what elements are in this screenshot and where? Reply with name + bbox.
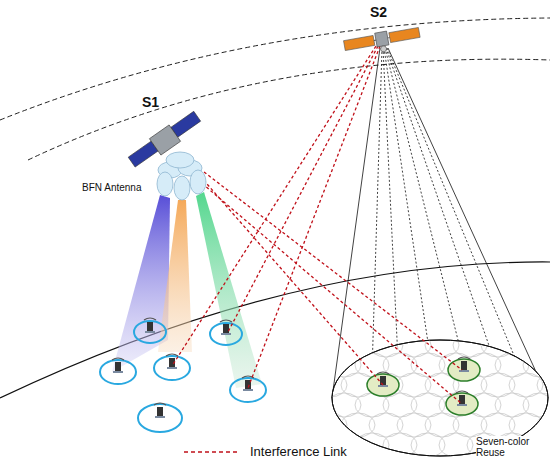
legend-entry: Interference Link — [182, 444, 347, 459]
label-text: BFN Antenna — [82, 182, 141, 193]
cell-outline — [313, 413, 347, 437]
orbit-line — [28, 59, 550, 160]
label-text: Seven-color Reuse — [476, 436, 546, 458]
cell-outline — [383, 433, 417, 457]
legend-text: Interference Link — [250, 444, 347, 459]
terminal-icon — [242, 376, 254, 391]
beam-line — [372, 48, 520, 372]
victim-cell — [367, 359, 480, 415]
terminal-icon — [144, 318, 156, 333]
bfn-antenna — [157, 152, 206, 200]
interference-link — [172, 46, 462, 404]
spot-beam — [196, 192, 262, 388]
terminal-icon — [220, 320, 232, 335]
cell-outline — [537, 413, 550, 437]
node-text: S1 — [142, 94, 159, 110]
antenna-label: BFN Antenna — [82, 182, 141, 193]
satellite-label: S1 — [140, 92, 161, 112]
terminal-ring — [100, 321, 266, 432]
satellite-icon — [343, 26, 421, 59]
terminal-icon — [166, 354, 178, 369]
cell-outline — [509, 333, 543, 357]
terminal-icon — [112, 318, 470, 418]
satellite-label: S2 — [368, 2, 389, 22]
terminal-icon — [458, 357, 470, 372]
terminal-icon — [456, 391, 468, 406]
orbit-line — [0, 18, 550, 120]
area-label: Seven-color Reuse — [476, 436, 546, 458]
spot-beam — [158, 200, 192, 352]
node-text: S2 — [370, 4, 387, 20]
cell-grid — [313, 333, 550, 457]
legend-line-sample — [182, 447, 240, 457]
cell-outline — [411, 433, 445, 457]
terminal-icon — [154, 403, 166, 418]
terminal-icon — [112, 358, 124, 373]
satellite-icon — [126, 109, 203, 171]
cell-outline — [313, 333, 347, 357]
cell-outline — [537, 333, 550, 357]
cell-outline — [439, 433, 473, 457]
